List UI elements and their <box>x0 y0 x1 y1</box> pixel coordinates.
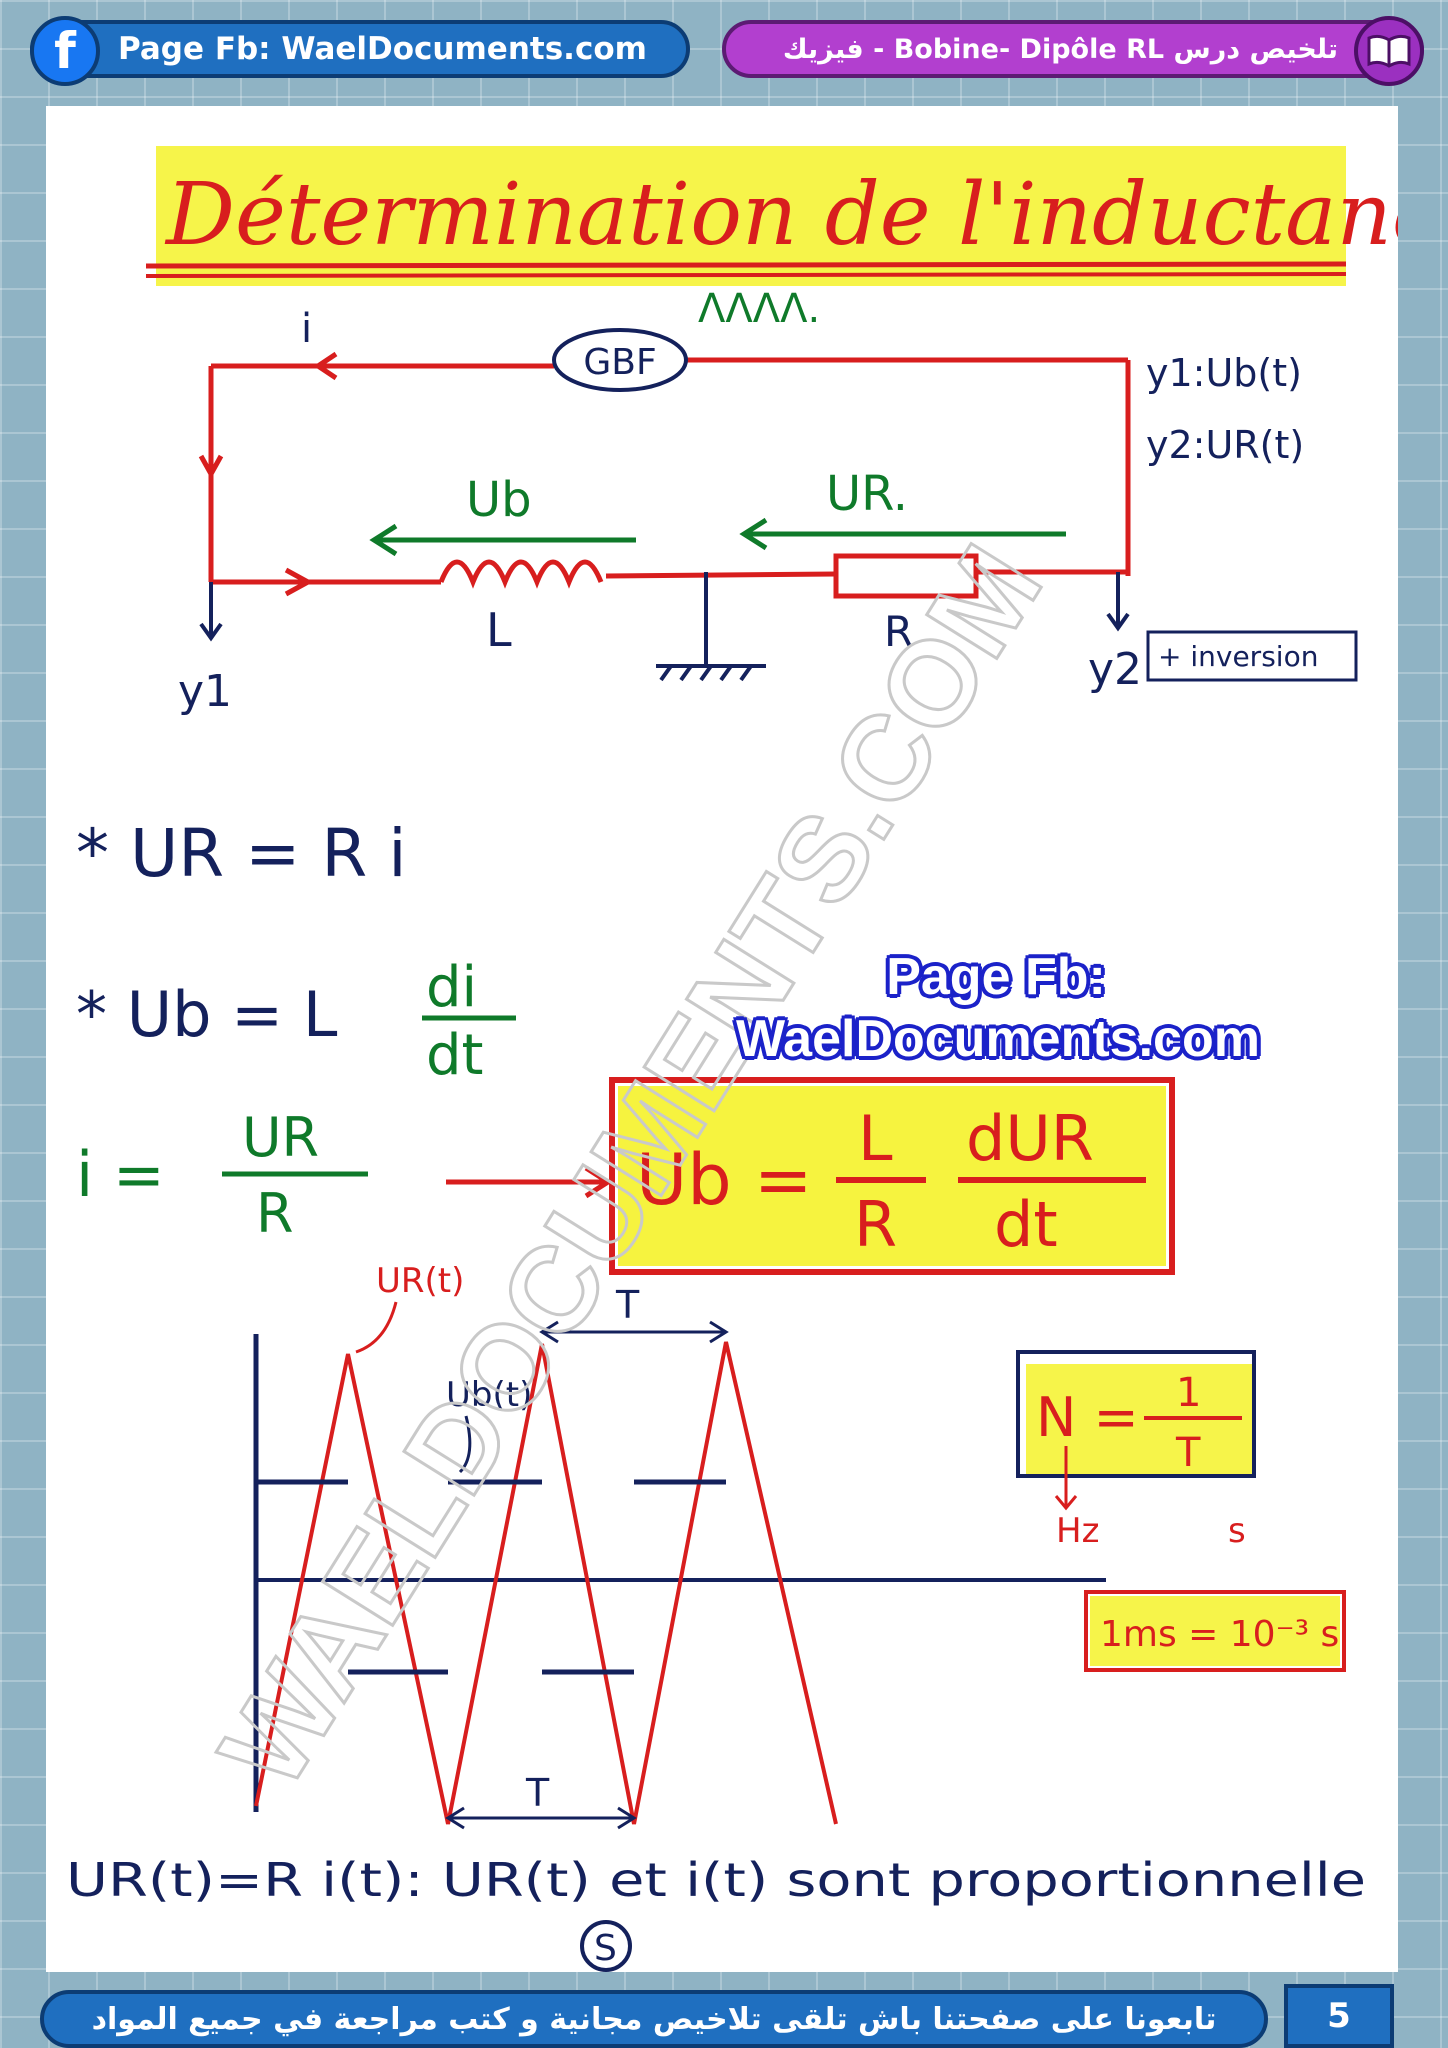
equation-i-numerator: UR <box>242 1106 319 1169</box>
facebook-page-label: Page Fb: WaelDocuments.com <box>118 31 647 67</box>
ground-symbol <box>656 572 766 682</box>
y1-channel-label: y1:Ub(t) <box>1146 351 1302 395</box>
boxed-lhs: Ub = <box>636 1139 813 1221</box>
ub-wave-label: Ub(t) <box>446 1375 532 1415</box>
resistor-label: R <box>884 607 913 656</box>
frequency-lhs: N = <box>1036 1386 1139 1449</box>
frequency-denominator: T <box>1175 1430 1201 1476</box>
ur-wave-label: UR(t) <box>376 1261 464 1301</box>
equation-ub: * Ub = L <box>76 978 338 1051</box>
equation-i-lhs: i = <box>76 1138 165 1211</box>
ms-box <box>1084 1590 1346 1672</box>
ub-square-wave <box>256 1479 726 1675</box>
boxed-f1-denominator: R <box>854 1188 897 1261</box>
ms-conversion: 1ms = 10⁻³ s <box>1100 1614 1339 1655</box>
current-label: i <box>301 306 312 352</box>
rl-circuit <box>198 328 1131 599</box>
frequency-box <box>1016 1350 1256 1478</box>
boxed-f2-numerator: dUR <box>966 1102 1094 1175</box>
page-title: Détermination de l'inductance L: <box>164 165 1398 265</box>
page-number: 5 <box>1284 1984 1394 2048</box>
facebook-icon: f <box>30 16 100 86</box>
fb-watermark-line1: Page Fb: <box>886 948 1106 1006</box>
course-title-banner: تلخيص درس Bobine- Dipôle RL - فيزيك <box>722 16 1424 86</box>
conclusion: UR(t)=R i(t): UR(t) et i(t) sont proport… <box>66 1853 1366 1907</box>
period-top-label: T <box>615 1283 640 1327</box>
ur-triangle-wave <box>254 1341 838 1825</box>
equation-ub-numerator: di <box>426 955 477 1020</box>
gbf-label: GBF <box>583 342 656 383</box>
boxed-result-highlight <box>618 1086 1166 1266</box>
unit-s: s <box>1228 1511 1246 1551</box>
notes-drawing: Détermination de l'inductance L: GBF ΛΛΛ… <box>66 146 1398 1972</box>
equation-ub-denominator: dt <box>426 1023 484 1088</box>
boxed-result <box>609 1077 1175 1275</box>
footer-banner[interactable]: تابعونا على صفحتنا باش تلقى تلاخيص مجاني… <box>40 1990 1268 2048</box>
fb-watermark: Page Fb: WaelDocuments.com <box>736 946 1260 1070</box>
signal-symbol: ΛΛΛΛ. <box>698 286 820 332</box>
boxed-f1-numerator: L <box>858 1102 893 1175</box>
y2-probe-label: y2 <box>1088 644 1142 695</box>
oscillogram <box>253 1301 1106 1830</box>
inductor-label: L <box>486 603 512 657</box>
ur-arrow-label: UR. <box>826 466 908 522</box>
y1-probe-label: y1 <box>178 666 232 717</box>
frequency-numerator: 1 <box>1176 1370 1201 1416</box>
facebook-page-banner[interactable]: f Page Fb: WaelDocuments.com <box>30 16 690 86</box>
inversion-box: + inversion <box>1158 640 1318 673</box>
period-bottom-label: T <box>525 1771 550 1815</box>
boxed-f2-denominator: dt <box>994 1188 1058 1261</box>
y2-channel-label: y2:UR(t) <box>1146 423 1304 467</box>
equation-i-denominator: R <box>256 1182 294 1245</box>
equation-ur: * UR = R i <box>76 815 407 892</box>
notes-page: Détermination de l'inductance L: GBF ΛΛΛ… <box>46 106 1398 1972</box>
ub-arrow-label: Ub <box>466 472 532 528</box>
circled-s: S <box>594 1928 617 1969</box>
course-title-label: تلخيص درس Bobine- Dipôle RL - فيزيك <box>782 33 1338 65</box>
unit-hz: Hz <box>1056 1511 1099 1551</box>
footer-text: تابعونا على صفحتنا باش تلقى تلاخيص مجاني… <box>91 2001 1217 2037</box>
fb-watermark-line2: WaelDocuments.com <box>736 1010 1260 1068</box>
book-icon <box>1354 16 1424 86</box>
